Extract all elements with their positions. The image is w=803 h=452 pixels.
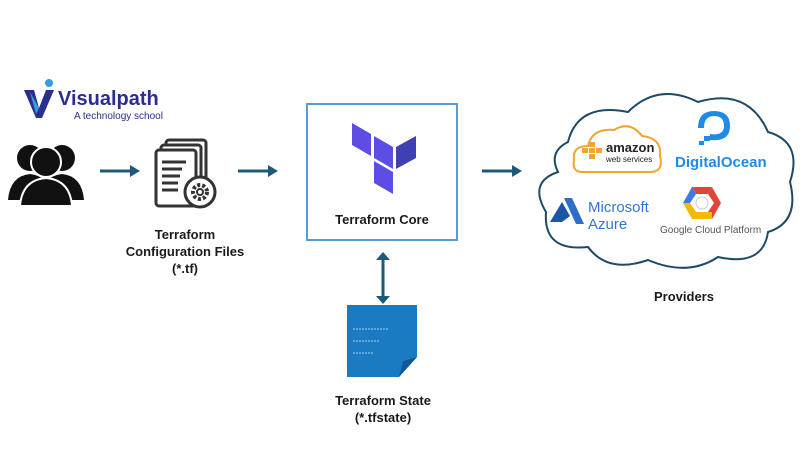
providers-cloud-icon <box>538 93 795 269</box>
arrow-users-to-config <box>100 165 140 177</box>
aws-name: amazon <box>606 140 655 155</box>
logo-tagline: A technology school <box>74 111 163 122</box>
terraform-core-box[interactable]: Terraform Core <box>306 103 458 241</box>
providers-label: Providers <box>654 289 714 304</box>
aws-sub: web services <box>606 155 653 164</box>
gcp-icon <box>683 187 721 219</box>
visualpath-v-icon <box>24 79 54 118</box>
azure-label: Microsoft Azure <box>588 199 649 233</box>
arrow-config-to-core <box>238 165 278 177</box>
digitalocean-label: DigitalOcean <box>675 154 767 171</box>
tfstate-document-icon <box>347 305 417 377</box>
gcp-label: Google Cloud Platform <box>660 225 762 236</box>
config-files-label: Terraform Configuration Files (*.tf) <box>125 227 245 276</box>
tfstate-label: Terraform State (*.tfstate) <box>335 393 431 425</box>
digitalocean-icon <box>698 111 730 145</box>
config-files-icon <box>154 138 217 209</box>
visualpath-logo: Visualpath A technology school <box>22 78 172 123</box>
logo-name: Visualpath <box>58 88 159 110</box>
aws-cloud-outline-icon <box>572 125 662 173</box>
users-icon <box>8 145 84 207</box>
aws-logo: amazon web services <box>572 122 664 178</box>
aws-cubes-icon <box>582 142 602 159</box>
terraform-core-label: Terraform Core <box>335 212 429 227</box>
arrow-core-state <box>376 252 390 304</box>
azure-icon <box>550 198 584 224</box>
arrow-core-to-providers <box>482 165 522 177</box>
terraform-logo-icon <box>352 123 416 194</box>
